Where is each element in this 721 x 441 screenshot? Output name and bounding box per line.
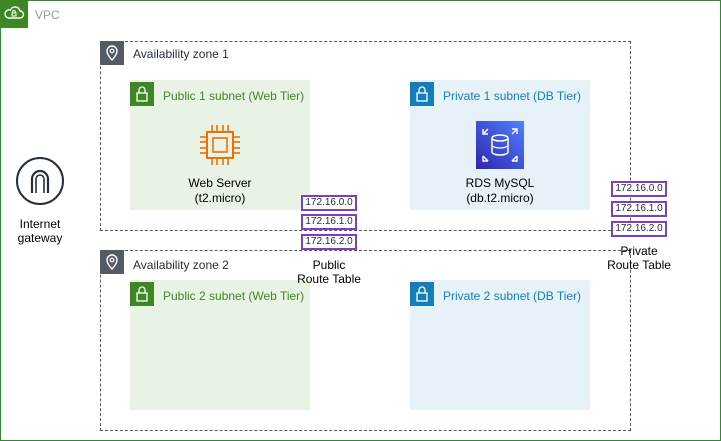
public-subnet-2 [130, 280, 310, 410]
private-route-table-label: Private Route Table [594, 244, 684, 272]
internet-gateway-icon [15, 156, 65, 206]
web-server-label: Web Server (t2.micro) [160, 176, 280, 206]
private-route-table-entry: 172.16.2.0 [611, 221, 667, 237]
public-subnet-1 [130, 80, 310, 210]
public-route-table-label: Public Route Table [284, 258, 374, 286]
internet-gateway-label: Internet gateway [0, 217, 80, 245]
lock-icon [130, 82, 154, 106]
availability-zone-2-label: Availability zone 2 [133, 258, 229, 272]
private-route-table-entry: 172.16.0.0 [611, 181, 667, 197]
private-route-table-line2: Route Table [607, 258, 671, 272]
private-subnet-1-label: Private 1 subnet (DB Tier) [443, 89, 582, 103]
lock-icon [130, 282, 154, 306]
web-server-type: (t2.micro) [194, 191, 246, 205]
rds-type: (db.t2.micro) [466, 191, 534, 205]
private-subnet-2 [410, 280, 590, 410]
private-subnet-2-label: Private 2 subnet (DB Tier) [443, 289, 582, 303]
ec2-instance-icon [196, 121, 244, 169]
public-route-table-line1: Public [312, 258, 346, 272]
rds-label: RDS MySQL (db.t2.micro) [440, 176, 560, 206]
public-subnet-1-label: Public 1 subnet (Web Tier) [163, 89, 305, 103]
public-route-table-entry: 172.16.1.0 [301, 214, 357, 230]
public-route-table-entry: 172.16.0.0 [301, 195, 357, 211]
rds-name: RDS MySQL [465, 176, 535, 190]
lock-icon [410, 282, 434, 306]
internet-gateway-line2: gateway [17, 231, 63, 245]
public-route-table-line2: Route Table [297, 272, 361, 286]
public-subnet-2-label: Public 2 subnet (Web Tier) [163, 289, 305, 303]
lock-icon [410, 82, 434, 106]
vpc-label: VPC [35, 8, 60, 22]
location-pin-icon [100, 250, 124, 274]
availability-zone-1-label: Availability zone 1 [133, 47, 229, 61]
cloud-icon [0, 0, 28, 28]
availability-zone-2 [100, 250, 631, 431]
public-route-table-entry: 172.16.2.0 [301, 234, 357, 250]
web-server-name: Web Server [188, 176, 252, 190]
internet-gateway-line1: Internet [19, 217, 61, 231]
availability-zone-1 [100, 41, 631, 231]
private-route-table-entry: 172.16.1.0 [611, 201, 667, 217]
location-pin-icon [100, 41, 124, 65]
rds-database-icon [476, 121, 524, 169]
private-route-table-line1: Private [620, 244, 658, 258]
